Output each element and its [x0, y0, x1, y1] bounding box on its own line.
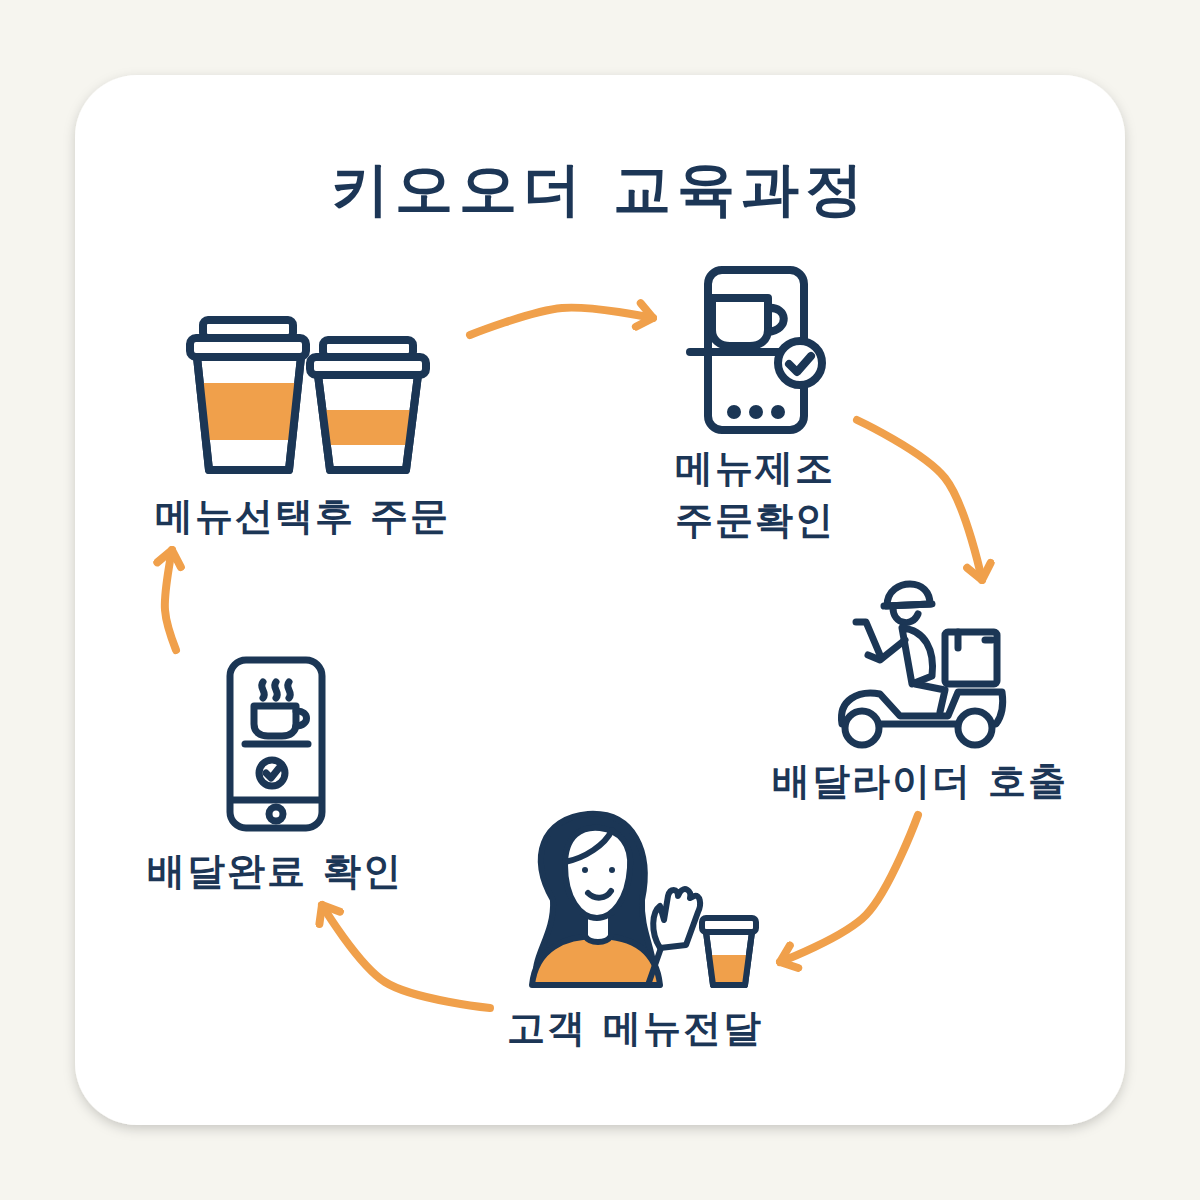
- customer-icon-part: [706, 932, 752, 985]
- cups-icon-part: [190, 338, 306, 357]
- customer-icon: [532, 814, 756, 985]
- order-phone-icon-part: [775, 409, 781, 415]
- flow-arrow: [780, 815, 918, 962]
- flow-arrow: [470, 308, 653, 335]
- delivery-phone-icon-part: [230, 660, 322, 828]
- cups-icon-part: [310, 357, 426, 375]
- step-label: 배달라이더 호출: [772, 756, 1067, 807]
- delivery-phone-icon-part: [262, 682, 265, 698]
- order-phone-icon-part: [778, 341, 822, 385]
- order-phone-icon-part: [768, 308, 784, 332]
- delivery-phone-icon-part: [266, 768, 279, 778]
- step-node: 메뉴선택후 주문: [135, 305, 470, 550]
- rider-icon-part: [902, 628, 933, 684]
- step-label: 고객 메뉴전달: [507, 1003, 762, 1054]
- delivery-phone-icon-part: [245, 741, 308, 748]
- delivery-phone-icon: [230, 660, 322, 828]
- flow-arrow: [322, 905, 490, 1008]
- order-phone-icon-part: [753, 409, 759, 415]
- customer-icon-part: [565, 830, 612, 862]
- delivery-phone-icon-part: [269, 807, 283, 821]
- cups-icon-part: [197, 357, 301, 470]
- diagram-title: 키오오더 교육과정: [100, 155, 1100, 225]
- flow-arrow: [165, 550, 176, 650]
- cups-icon-part: [318, 375, 418, 470]
- delivery-phone-icon-part: [296, 711, 307, 726]
- customer-icon-part: [648, 945, 662, 985]
- step-node: 메뉴제조 주문확인: [653, 262, 857, 554]
- rider-icon-part: [955, 632, 962, 648]
- customer-icon-part: [609, 867, 615, 873]
- step-node: 고객 메뉴전달: [490, 805, 780, 1062]
- step-node: 배달완료 확인: [130, 650, 420, 905]
- rider-icon-part: [856, 622, 880, 655]
- cups-icon-part: [318, 375, 418, 470]
- customer-icon-part: [702, 918, 756, 932]
- order-phone-icon-part: [731, 409, 737, 415]
- rider-icon-part: [915, 684, 945, 712]
- cups-icon: [190, 320, 426, 470]
- delivery-phone-icon-part: [275, 682, 278, 698]
- step-label: 메뉴제조 주문확인: [665, 443, 845, 546]
- customer-icon-part: [706, 932, 752, 985]
- flow-arrow: [857, 420, 982, 580]
- order-phone-icon-part: [712, 298, 768, 346]
- order-phone-icon: [690, 270, 822, 430]
- delivery-phone-icon-part: [232, 797, 320, 804]
- delivery-phone-icon-part: [259, 760, 285, 786]
- delivery-phone-icon-part: [288, 682, 291, 698]
- step-node: 배달라이더 호출: [755, 580, 1085, 815]
- step-label: 메뉴선택후 주문: [155, 491, 450, 542]
- customer-icon-part: [653, 889, 700, 948]
- customer-icon-part: [565, 828, 630, 918]
- rider-icon-part: [845, 711, 879, 745]
- order-phone-icon-part: [690, 348, 790, 356]
- step-label: 배달완료 확인: [147, 846, 402, 897]
- order-phone-icon-part: [789, 356, 811, 372]
- customer-icon-part: [582, 867, 588, 873]
- card: [75, 75, 1125, 1125]
- delivery-phone-icon-part: [254, 706, 296, 736]
- customer-icon-part: [588, 891, 611, 898]
- rider-icon-part: [893, 608, 918, 623]
- rider-icon: [841, 584, 1002, 745]
- rider-icon-part: [958, 711, 992, 745]
- rider-icon-part: [945, 632, 997, 684]
- rider-icon-part: [985, 637, 992, 644]
- cups-icon-part: [197, 357, 301, 470]
- cups-icon-part: [201, 383, 297, 440]
- cups-icon-part: [322, 410, 414, 445]
